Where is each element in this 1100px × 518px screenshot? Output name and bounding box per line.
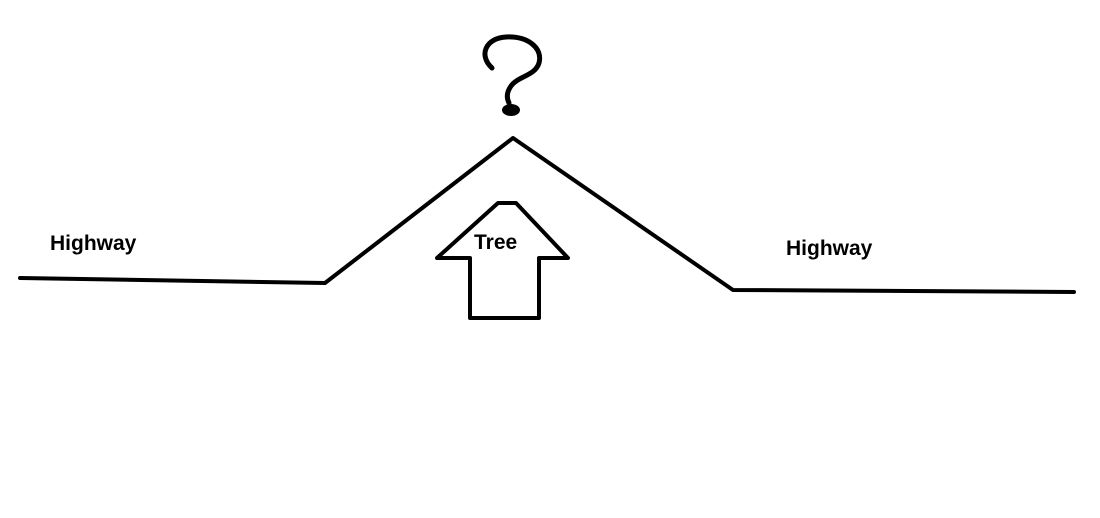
highway-left-label: Highway (50, 232, 137, 255)
road-path (18, 136, 1076, 294)
question-mark-icon (482, 34, 543, 116)
tree-label: Tree (474, 231, 517, 254)
highway-right-label: Highway (786, 237, 873, 260)
tree-arrow (435, 201, 570, 320)
